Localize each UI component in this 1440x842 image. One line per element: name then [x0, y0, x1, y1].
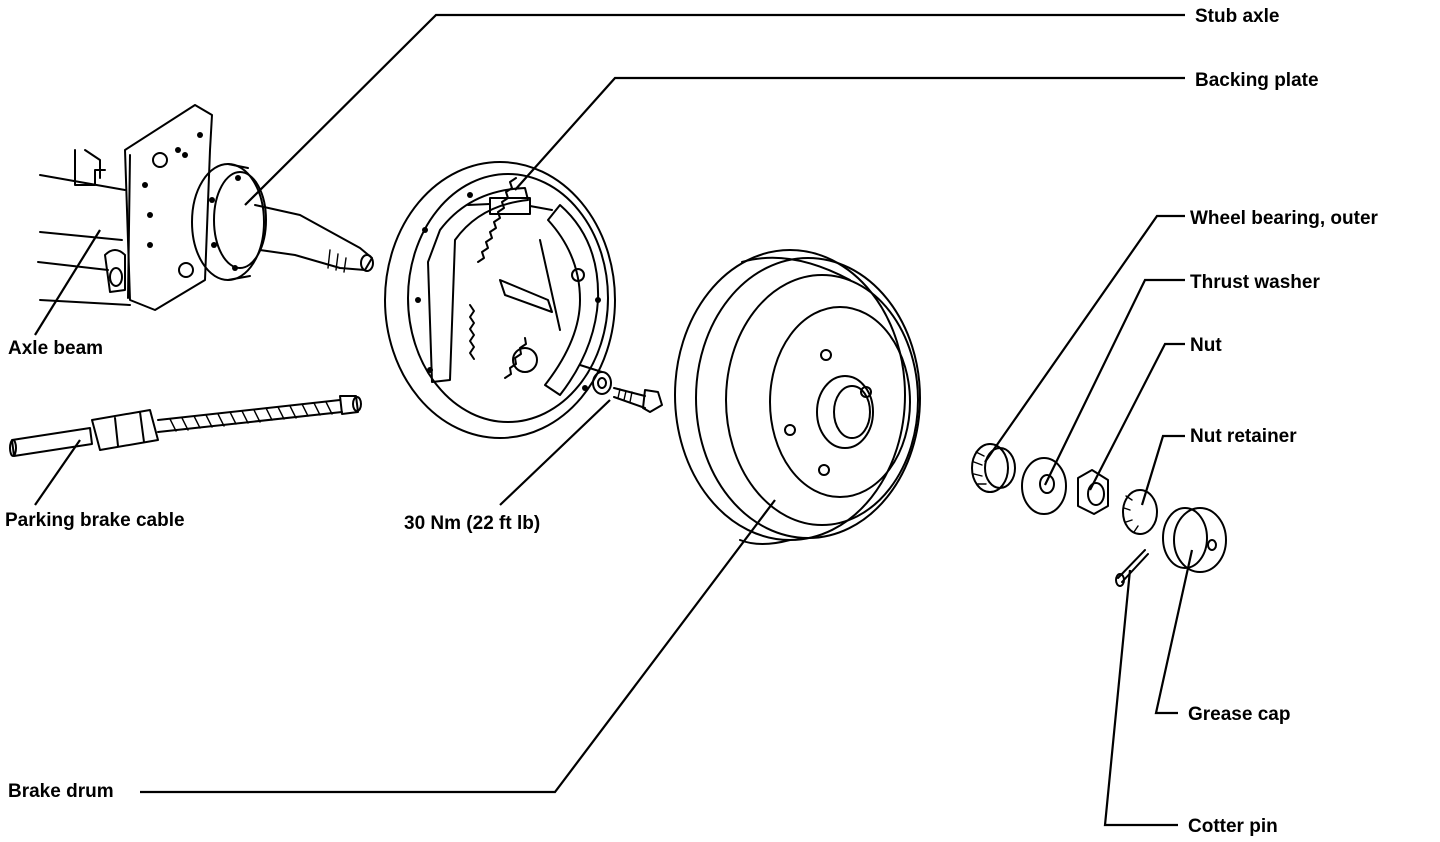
small-parts-drawing	[971, 443, 1227, 587]
label-thrust-washer: Thrust washer	[1190, 272, 1320, 293]
label-stub-axle: Stub axle	[1195, 6, 1279, 27]
label-grease-cap: Grease cap	[1188, 704, 1290, 725]
axle-beam-drawing	[37, 104, 213, 311]
leader-lines	[34, 13, 1194, 827]
label-nut-retainer: Nut retainer	[1190, 426, 1297, 447]
label-axle-beam: Axle beam	[8, 338, 103, 359]
label-parking-brake-cable: Parking brake cable	[5, 510, 185, 531]
label-torque-spec: 30 Nm (22 ft lb)	[404, 513, 540, 534]
brake-drum-drawing	[674, 249, 921, 545]
parking-brake-cable-drawing	[9, 395, 362, 457]
label-nut: Nut	[1190, 335, 1222, 356]
label-brake-drum: Brake drum	[8, 781, 114, 802]
label-wheel-bearing-outer: Wheel bearing, outer	[1190, 208, 1379, 229]
backing-plate-drawing	[384, 161, 616, 439]
mounting-bolt-drawing	[592, 371, 663, 413]
stub-axle-drawing	[191, 163, 374, 281]
label-cotter-pin: Cotter pin	[1188, 816, 1278, 837]
label-backing-plate: Backing plate	[1195, 70, 1319, 91]
